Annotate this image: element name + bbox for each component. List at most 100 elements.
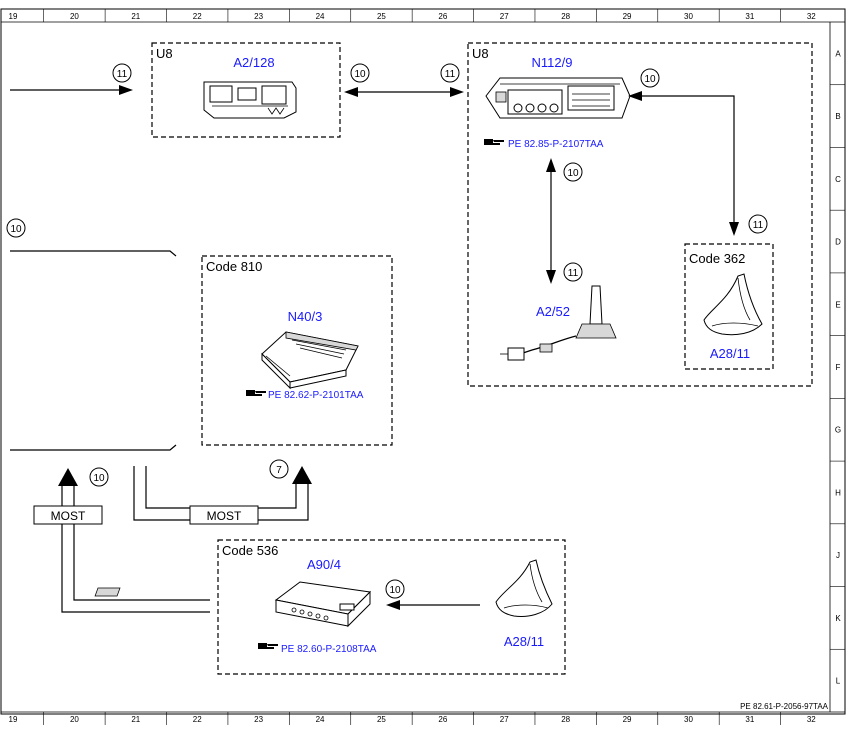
box-tag-code-536: Code 536 <box>222 543 278 558</box>
marker-11: 11 <box>753 220 764 231</box>
grid-row-letter: C <box>835 175 841 184</box>
grid-column-number: 21 <box>131 715 140 724</box>
pointing-hand-icon <box>258 643 278 649</box>
box-tag-u8: U8 <box>156 46 173 61</box>
box-tag-code-810: Code 810 <box>206 259 262 274</box>
grid-column-number: 28 <box>561 715 570 724</box>
component-a2-52: A2/52 <box>500 285 617 361</box>
grid-column-number: 28 <box>561 12 570 21</box>
grid-row-letter: K <box>835 614 841 623</box>
grid-column-number: 31 <box>745 12 754 21</box>
rod-antenna-icon <box>500 285 617 361</box>
grid-column-number: 25 <box>377 715 386 724</box>
grid-column-number: 25 <box>377 12 386 21</box>
grid-row-letter: E <box>835 300 840 309</box>
connection-left-in: 11 <box>10 63 133 95</box>
marker-10: 10 <box>389 585 401 596</box>
control-unit-icon <box>485 77 631 119</box>
reference-a90-4[interactable]: PE 82.60-P-2108TAA <box>258 643 377 655</box>
reference-link-n112-9[interactable]: PE 82.85-P-2107TAA <box>508 139 604 150</box>
marker-11: 11 <box>445 69 456 80</box>
marker-10: 10 <box>354 69 366 80</box>
grid-column-ticks-bottom: 19 20 21 22 23 24 25 26 27 28 29 30 31 32 <box>9 712 816 725</box>
marker-7: 7 <box>276 465 282 476</box>
component-label-a28-11[interactable]: A28/11 <box>504 634 544 649</box>
shark-fin-antenna-icon <box>703 273 763 336</box>
grid-row-letter: A <box>835 49 841 58</box>
document-reference: PE 82.61-P-2056-97TAA <box>740 702 829 711</box>
grid-column-number: 24 <box>316 12 325 21</box>
grid-column-number: 30 <box>684 12 693 21</box>
grid-column-number: 22 <box>193 12 202 21</box>
pointing-hand-icon <box>484 139 504 145</box>
connector-icon <box>203 81 297 119</box>
component-box-a2-128: U8 A2/128 <box>151 42 341 138</box>
pointing-hand-icon <box>246 390 266 396</box>
grid-row-ticks: A B C D E F G H J K L <box>830 49 845 686</box>
marker-11: 11 <box>117 69 128 80</box>
most-bus-label-box <box>189 505 259 525</box>
component-label-a2-128[interactable]: A2/128 <box>233 55 274 70</box>
component-label-a2-52[interactable]: A2/52 <box>536 304 570 319</box>
component-box-code-536: Code 536 A90/4 PE 82.60-P-2108TAA 10 <box>94 539 566 675</box>
grid-column-number: 21 <box>131 12 140 21</box>
grid-row-letter: J <box>836 551 840 560</box>
grid-row-letter: H <box>835 488 841 497</box>
grid-row-letter: G <box>835 426 841 435</box>
grid-column-number: 20 <box>70 715 79 724</box>
component-label-n112-9[interactable]: N112/9 <box>532 55 573 70</box>
grid-column-number: 32 <box>807 12 816 21</box>
tuner-module-icon <box>94 581 372 628</box>
marker-10: 10 <box>567 168 579 179</box>
grid-column-number: 29 <box>623 12 632 21</box>
grid-column-number: 29 <box>623 715 632 724</box>
grid-column-number: 19 <box>9 715 18 724</box>
grid-column-number: 32 <box>807 715 816 724</box>
grid-column-number: 19 <box>9 12 18 21</box>
grid-column-number: 26 <box>438 715 447 724</box>
grid-row-letter: F <box>836 363 841 372</box>
amplifier-icon <box>261 331 359 390</box>
reference-n40-3[interactable]: PE 82.62-P-2101TAA <box>246 390 364 401</box>
marker-11: 11 <box>568 268 579 279</box>
sheet-frame <box>0 8 846 715</box>
marker-10: 10 <box>93 473 105 484</box>
grid-column-number: 22 <box>193 715 202 724</box>
most-bus-label-box <box>33 505 103 525</box>
box-tag-code-362: Code 362 <box>689 251 745 266</box>
grid-column-number: 30 <box>684 715 693 724</box>
grid-column-number: 31 <box>745 715 754 724</box>
most-bus-label: MOST <box>207 509 242 523</box>
reference-n112-9[interactable]: PE 82.85-P-2107TAA <box>484 139 604 150</box>
connection-n112-a2-52: 10 11 <box>546 158 583 284</box>
marker-10: 10 <box>10 224 22 235</box>
grid-column-ticks-top: 19 20 21 22 23 24 25 26 27 28 29 30 31 32 <box>9 9 816 22</box>
component-label-n40-3[interactable]: N40/3 <box>288 309 323 324</box>
marker-10: 10 <box>644 74 656 85</box>
grid-row-letter: L <box>836 677 841 686</box>
grid-column-number: 26 <box>438 12 447 21</box>
grid-column-number: 24 <box>316 715 325 724</box>
component-box-n112-9: U8 N112/9 PE 82.85-P-2107TAA <box>467 42 813 387</box>
most-bus-right: MOST 7 <box>133 459 312 525</box>
box-tag-u8: U8 <box>472 46 489 61</box>
component-box-code-810: Code 810 N40/3 PE 82.62-P-2101TAA <box>201 255 393 446</box>
component-label-a90-4[interactable]: A90/4 <box>307 557 341 572</box>
connection-n112-code362: 10 11 <box>628 68 768 236</box>
component-label-a28-11[interactable]: A28/11 <box>710 346 750 361</box>
grid-row-letter: B <box>835 112 840 121</box>
grid-row-letter: D <box>835 238 841 247</box>
grid-column-number: 27 <box>500 12 509 21</box>
grid-column-number: 20 <box>70 12 79 21</box>
reference-link-a90-4[interactable]: PE 82.60-P-2108TAA <box>281 644 377 655</box>
most-bus-label: MOST <box>51 509 86 523</box>
grid-column-number: 23 <box>254 12 263 21</box>
shark-fin-antenna-icon <box>495 559 553 617</box>
left-continuation-block: 10 <box>6 218 177 451</box>
grid-column-number: 27 <box>500 715 509 724</box>
grid-column-number: 23 <box>254 715 263 724</box>
reference-link-n40-3[interactable]: PE 82.62-P-2101TAA <box>268 390 364 401</box>
connection-a2-128-n112: 10 11 <box>344 63 464 97</box>
component-box-code-362: Code 362 A28/11 <box>684 243 774 370</box>
